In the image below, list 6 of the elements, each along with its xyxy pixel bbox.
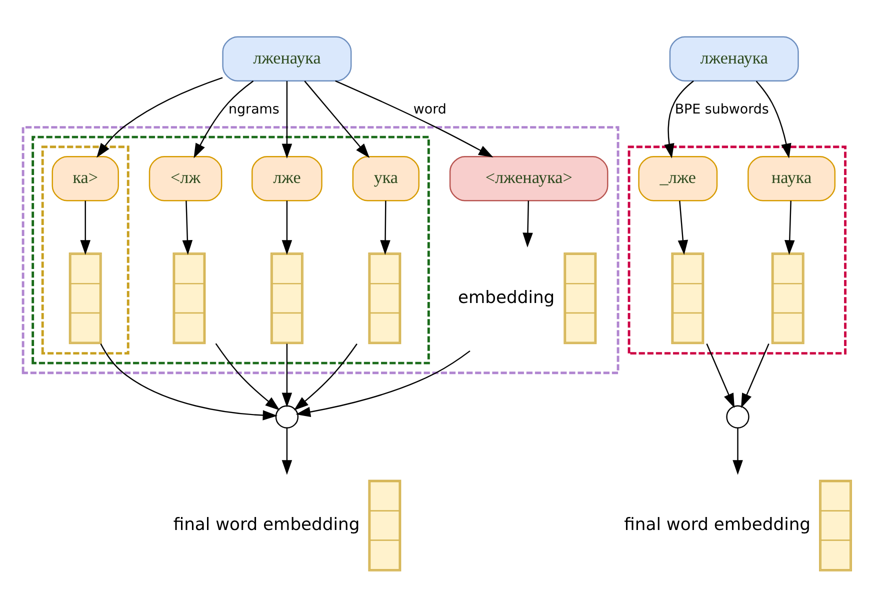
edge-label: word <box>413 102 446 118</box>
edge-label: BPE subwords <box>674 102 769 118</box>
node-label: final word embedding <box>624 514 811 535</box>
node-label: embedding <box>458 287 555 308</box>
edge-label: ngrams <box>228 102 280 118</box>
node-label: final word embedding <box>173 514 360 535</box>
